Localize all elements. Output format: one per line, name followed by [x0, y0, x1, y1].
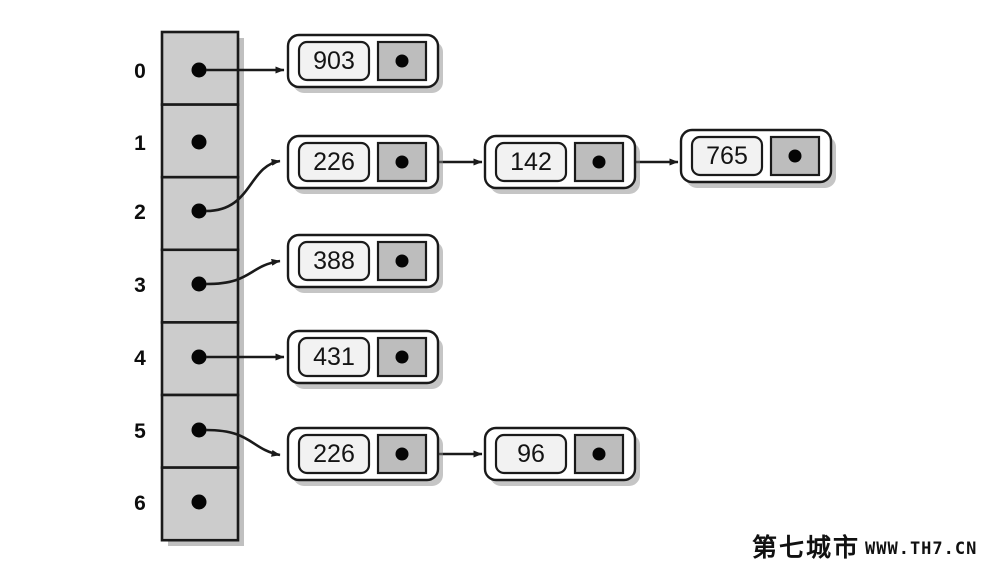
node-value-box — [297, 240, 371, 282]
node-value-text: 903 — [313, 47, 355, 75]
list-node[interactable]: 226 — [286, 134, 443, 194]
arrow-bucket-3-to-node — [205, 258, 281, 286]
node-pointer-dot — [592, 155, 606, 169]
bucket-index-label-6: 6 — [134, 492, 146, 515]
bucket-pointer-dot — [191, 494, 207, 510]
bucket-pointer-dot — [191, 349, 207, 365]
node-value-text: 226 — [313, 440, 355, 468]
bucket-index-label-3: 3 — [134, 274, 146, 297]
array-cell-2[interactable] — [160, 175, 240, 252]
list-node[interactable]: 765 — [679, 128, 836, 188]
watermark-site-name: 第七城市 — [752, 533, 860, 562]
node-pointer-dot — [395, 254, 409, 268]
array-cell-0[interactable] — [160, 30, 240, 106]
node-pointer-dot — [395, 54, 409, 68]
array-cell-3[interactable] — [160, 248, 240, 324]
list-node[interactable]: 226 — [286, 426, 443, 486]
node-pointer-dot — [788, 149, 802, 163]
node-value-box — [297, 336, 371, 378]
bucket-pointer-dot — [191, 203, 207, 219]
list-node[interactable]: 142 — [483, 134, 640, 194]
node-pointer-dot — [592, 447, 606, 461]
bucket-index-label-5: 5 — [134, 420, 146, 443]
node-value-text: 388 — [313, 247, 355, 275]
arrow-bucket-5-to-node — [205, 428, 281, 457]
node-value-text: 431 — [313, 343, 355, 371]
bucket-index-label-1: 1 — [134, 132, 146, 155]
node-value-text: 226 — [313, 148, 355, 176]
node-value-text: 96 — [517, 440, 545, 468]
node-pointer-dot — [395, 350, 409, 364]
node-value-box — [297, 141, 371, 183]
bucket-index-label-2: 2 — [134, 201, 146, 224]
bucket-pointer-dot — [191, 422, 207, 438]
node-value-box — [494, 141, 568, 183]
bucket-index-label-4: 4 — [134, 347, 146, 370]
list-node[interactable]: 903 — [286, 33, 443, 93]
node-value-box — [494, 433, 568, 475]
bucket-index-label-0: 0 — [134, 60, 146, 83]
list-node[interactable]: 431 — [286, 329, 443, 389]
node-value-text: 765 — [706, 142, 748, 170]
node-pointer-dot — [395, 155, 409, 169]
arrow-bucket-2-to-node — [205, 158, 281, 213]
bucket-index-labels: 0 1 2 3 4 5 6 — [134, 60, 146, 515]
watermark-url: WWW.TH7.CN — [865, 539, 977, 559]
list-node[interactable]: 96 — [483, 426, 640, 486]
bucket-pointer-dot — [191, 134, 207, 150]
bucket-pointer-dot — [191, 276, 207, 292]
node-value-box — [690, 135, 764, 177]
array-cell-1[interactable] — [160, 103, 240, 179]
watermark: 第七城市 WWW.TH7.CN — [752, 533, 977, 562]
array-cell-6[interactable] — [160, 466, 240, 542]
bucket-pointer-dot — [191, 62, 207, 78]
node-pointer-dot — [395, 447, 409, 461]
node-value-box — [297, 433, 371, 475]
node-value-text: 142 — [510, 148, 552, 176]
node-value-box — [297, 40, 371, 82]
list-node[interactable]: 388 — [286, 233, 443, 293]
array-cell-4[interactable] — [160, 321, 240, 397]
bucket-array — [160, 30, 244, 546]
